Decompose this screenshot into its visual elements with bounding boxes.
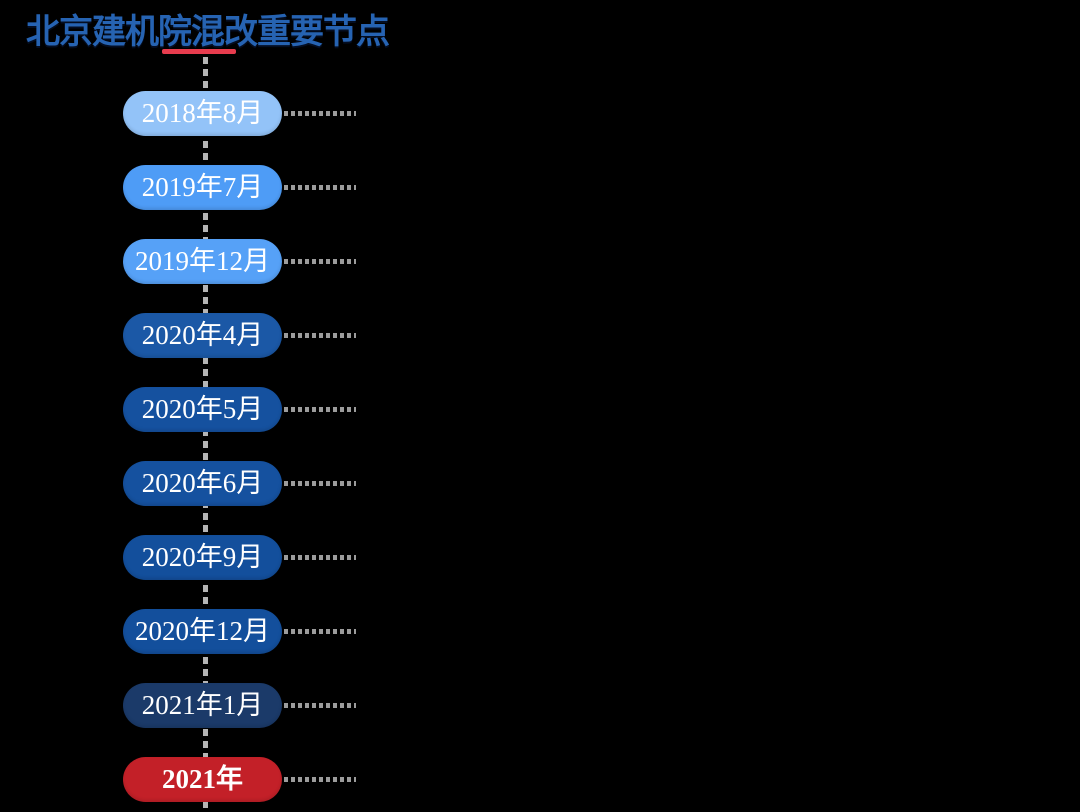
connector-dotted-line xyxy=(284,481,356,486)
connector-dotted-line xyxy=(284,555,356,560)
timeline-pill-label: 2021年 xyxy=(162,764,243,794)
timeline-pill: 2021年 xyxy=(123,757,282,802)
timeline-row: 2020年4月 xyxy=(123,313,356,358)
connector-dotted-line xyxy=(284,407,356,412)
timeline-pill: 2020年12月 xyxy=(123,609,282,654)
timeline-row: 2020年12月 xyxy=(123,609,356,654)
timeline-row: 2021年1月 xyxy=(123,683,356,728)
timeline-pill: 2018年8月 xyxy=(123,91,282,136)
timeline-pill-label: 2020年9月 xyxy=(141,542,264,572)
timeline-row: 2019年7月 xyxy=(123,165,356,210)
timeline-row: 2018年8月 xyxy=(123,91,356,136)
timeline-pill-label: 2020年6月 xyxy=(141,468,264,498)
timeline-pill-label: 2019年7月 xyxy=(141,172,264,202)
timeline-pill-label: 2018年8月 xyxy=(141,98,264,128)
timeline-pill: 2019年7月 xyxy=(123,165,282,210)
timeline-pill-label: 2021年1月 xyxy=(141,690,264,720)
page-title: 北京建机院混改重要节点 xyxy=(26,13,390,51)
timeline-pill-label: 2020年4月 xyxy=(141,320,264,350)
connector-dotted-line xyxy=(284,185,356,190)
timeline-pill-label: 2020年12月 xyxy=(135,616,270,646)
timeline-pill: 2019年12月 xyxy=(123,239,282,284)
timeline-row: 2020年5月 xyxy=(123,387,356,432)
connector-dotted-line xyxy=(284,777,356,782)
timeline-pill-label: 2020年5月 xyxy=(141,394,264,424)
timeline-rows: 2018年8月 2019年7月 2019年12月 2020年4月 2020年5月… xyxy=(123,91,356,802)
timeline-axis xyxy=(203,57,208,812)
timeline-row: 2020年9月 xyxy=(123,535,356,580)
connector-dotted-line xyxy=(284,259,356,264)
timeline-pill: 2020年5月 xyxy=(123,387,282,432)
timeline-pill: 2020年6月 xyxy=(123,461,282,506)
timeline-pill: 2020年4月 xyxy=(123,313,282,358)
connector-dotted-line xyxy=(284,333,356,338)
title-underline xyxy=(162,49,236,54)
connector-dotted-line xyxy=(284,629,356,634)
connector-dotted-line xyxy=(284,703,356,708)
timeline-pill: 2021年1月 xyxy=(123,683,282,728)
timeline-row: 2021年 xyxy=(123,757,356,802)
connector-dotted-line xyxy=(284,111,356,116)
timeline-pill-label: 2019年12月 xyxy=(135,246,270,276)
timeline-row: 2019年12月 xyxy=(123,239,356,284)
timeline-row: 2020年6月 xyxy=(123,461,356,506)
timeline-pill: 2020年9月 xyxy=(123,535,282,580)
